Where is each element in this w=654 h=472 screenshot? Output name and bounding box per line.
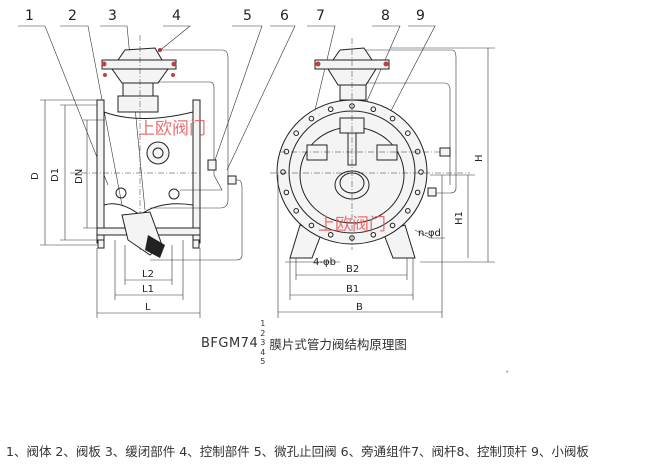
dim-L: L (145, 302, 151, 313)
callout-9: 9 (416, 8, 425, 24)
side-view: D D1 DN L L1 L2 上欧阀门 (30, 35, 243, 318)
flange-bolt (327, 231, 334, 238)
diagram-name: 膜片式管力阀结构原理图 (269, 336, 407, 352)
stray-mark: ˇ (505, 370, 510, 381)
dim-n-phi-d: n-φd (418, 228, 441, 239)
callout-2: 2 (68, 8, 77, 24)
flange-bolt (308, 222, 315, 229)
flange-bolt (308, 115, 315, 122)
dim-B: B (356, 302, 363, 313)
variant: 1 (260, 319, 266, 329)
dim-D: D (30, 172, 41, 180)
actuator-bolts (101, 48, 177, 77)
flange-bolt (327, 106, 334, 113)
front-view-dimensions (277, 47, 495, 318)
callout-7: 7 (316, 8, 325, 24)
flange-bolt (405, 130, 411, 137)
variant: 4 (260, 347, 266, 357)
callout-8: 8 (381, 8, 390, 24)
dim-L2: L2 (142, 269, 154, 280)
callout-1: 1 (25, 8, 34, 24)
dim-DN: DN (74, 169, 85, 184)
side-view-dimensions (40, 99, 201, 318)
dim-4-phi-b: 4-φb (313, 257, 336, 268)
dim-B2: B2 (346, 264, 359, 275)
dim-D1: D1 (50, 168, 61, 182)
flange-bolt (370, 106, 377, 113)
flange-bolt (293, 207, 299, 214)
flange-bolt (293, 130, 299, 137)
flange-bolt (405, 207, 411, 214)
flange-bolt (389, 115, 396, 122)
model-variants: 1 2 3 4 5 (260, 319, 265, 367)
callout-6: 6 (280, 8, 289, 24)
callout-5: 5 (243, 8, 252, 24)
flange-bolt (418, 169, 424, 175)
dim-B1: B1 (346, 284, 359, 295)
flange-bolts (280, 103, 424, 241)
callout-4: 4 (172, 8, 181, 24)
variant: 3 (260, 338, 266, 348)
watermark-side: 上欧阀门 (138, 119, 206, 139)
dim-H1: H1 (454, 211, 465, 225)
diagram-title: BFGM74 1 2 3 4 5 膜片式管力阀结构原理图 (201, 318, 407, 368)
callout-3: 3 (108, 8, 117, 24)
variant: 2 (260, 328, 266, 338)
parts-legend: 1、阀体 2、阀板 3、缓闭部件 4、控制部件 5、微孔止回阀 6、旁通组件7、… (6, 444, 589, 459)
dim-L1: L1 (142, 284, 154, 295)
flange-bolt (283, 189, 290, 196)
flange-bolt (283, 148, 290, 155)
callout-labels: 1 2 3 4 5 6 7 8 9 (18, 8, 436, 211)
front-actuator-bolts (315, 61, 389, 67)
front-view: H H1 B B1 B2 4-φb n-φd 上欧阀门 (270, 38, 495, 318)
watermark-front: 上欧阀门 (318, 215, 386, 235)
flange-bolt (414, 189, 421, 196)
model-code: BFGM74 (201, 335, 259, 351)
variant: 5 (260, 357, 266, 367)
flange-bolt (414, 148, 421, 155)
flange-bolt (370, 231, 377, 238)
flange-bolt (280, 169, 286, 175)
dim-H: H (474, 154, 485, 162)
flange-bolt (389, 222, 396, 229)
